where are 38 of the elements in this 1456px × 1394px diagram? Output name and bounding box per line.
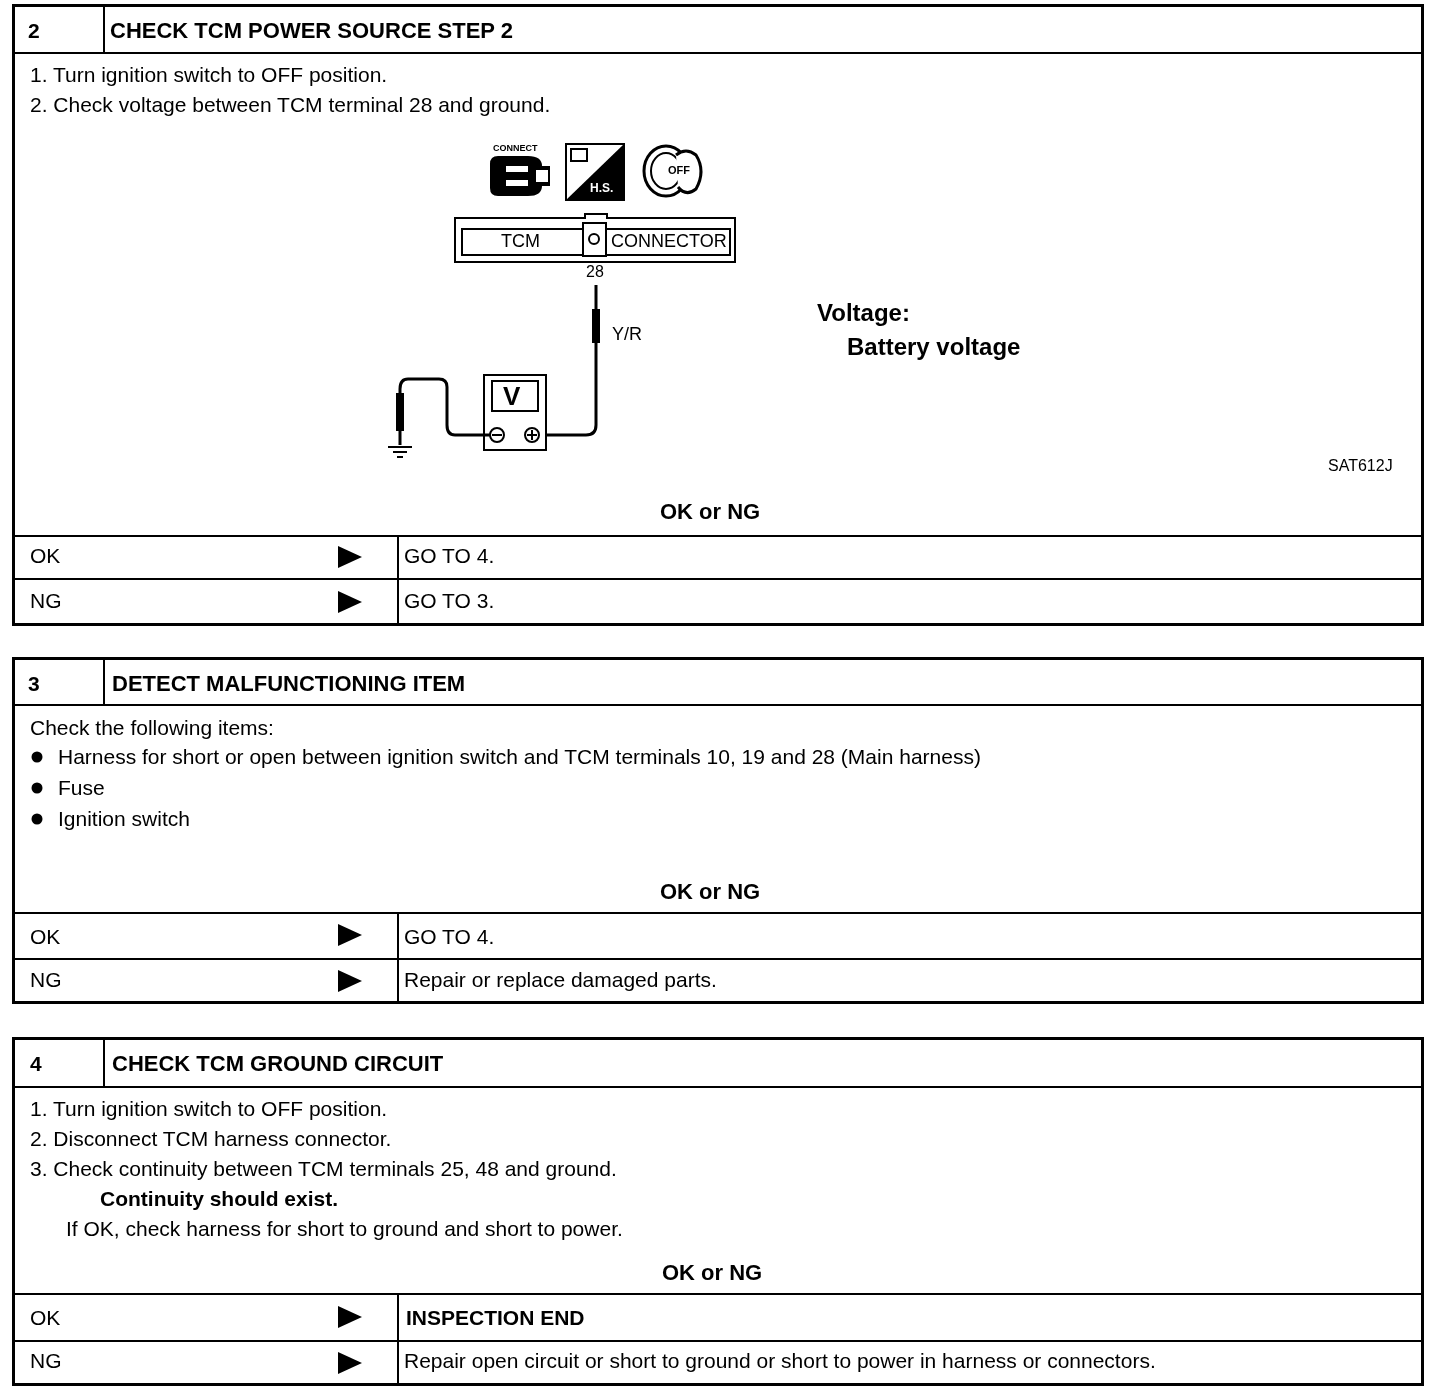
- result-label: OK: [30, 924, 61, 950]
- result-action: Repair or replace damaged parts.: [404, 967, 717, 993]
- list-item: Harness for short or open between ignition switch and TCM terminals 10, 19 and 28 (Main harness): [58, 744, 981, 770]
- instruction: 1. Turn ignition switch to OFF position.: [30, 62, 388, 88]
- step-heading: CHECK TCM GROUND CIRCUIT: [112, 1051, 444, 1077]
- instruction: 2. Check voltage between TCM terminal 28 and ground.: [30, 92, 551, 118]
- result-action: GO TO 3.: [404, 588, 495, 614]
- figure-code: SAT612J: [1328, 456, 1393, 476]
- result-action: INSPECTION END: [406, 1305, 585, 1331]
- result-label: NG: [30, 1348, 62, 1374]
- result-label: NG: [30, 967, 62, 993]
- icon-label: H.S.: [590, 182, 614, 196]
- list-item: Fuse: [58, 775, 105, 801]
- result-action: GO TO 4.: [404, 924, 495, 950]
- step-heading: CHECK TCM POWER SOURCE STEP 2: [110, 18, 513, 44]
- instruction: 3. Check continuity between TCM terminals 25, 48 and ground.: [30, 1156, 617, 1182]
- result-action: Repair open circuit or short to ground or short to power in harness or connectors.: [404, 1348, 1156, 1374]
- result-label: OK: [30, 543, 61, 569]
- instruction: If OK, check harness for short to ground and short to power.: [66, 1216, 623, 1242]
- icon-label: CONNECT: [493, 142, 538, 154]
- spec-value: Battery voltage: [847, 333, 1021, 361]
- step-number: 2: [28, 18, 40, 44]
- icon-label: OFF: [668, 163, 690, 177]
- step-heading: DETECT MALFUNCTIONING ITEM: [112, 671, 466, 697]
- result-action: GO TO 4.: [404, 543, 495, 569]
- spec-label: Voltage:: [817, 299, 910, 327]
- instruction: Check the following items:: [30, 715, 274, 741]
- step-number: 4: [30, 1051, 42, 1077]
- spec-note: Continuity should exist.: [100, 1186, 338, 1212]
- instruction: 2. Disconnect TCM harness connector.: [30, 1126, 392, 1152]
- step-number: 3: [28, 671, 40, 697]
- result-prompt: OK or NG: [662, 1260, 763, 1286]
- instruction: 1. Turn ignition switch to OFF position.: [30, 1096, 388, 1122]
- result-label: OK: [30, 1305, 61, 1331]
- result-label: NG: [30, 588, 62, 614]
- result-prompt: OK or NG: [660, 879, 761, 905]
- result-prompt: OK or NG: [660, 499, 761, 525]
- list-item: Ignition switch: [58, 806, 190, 832]
